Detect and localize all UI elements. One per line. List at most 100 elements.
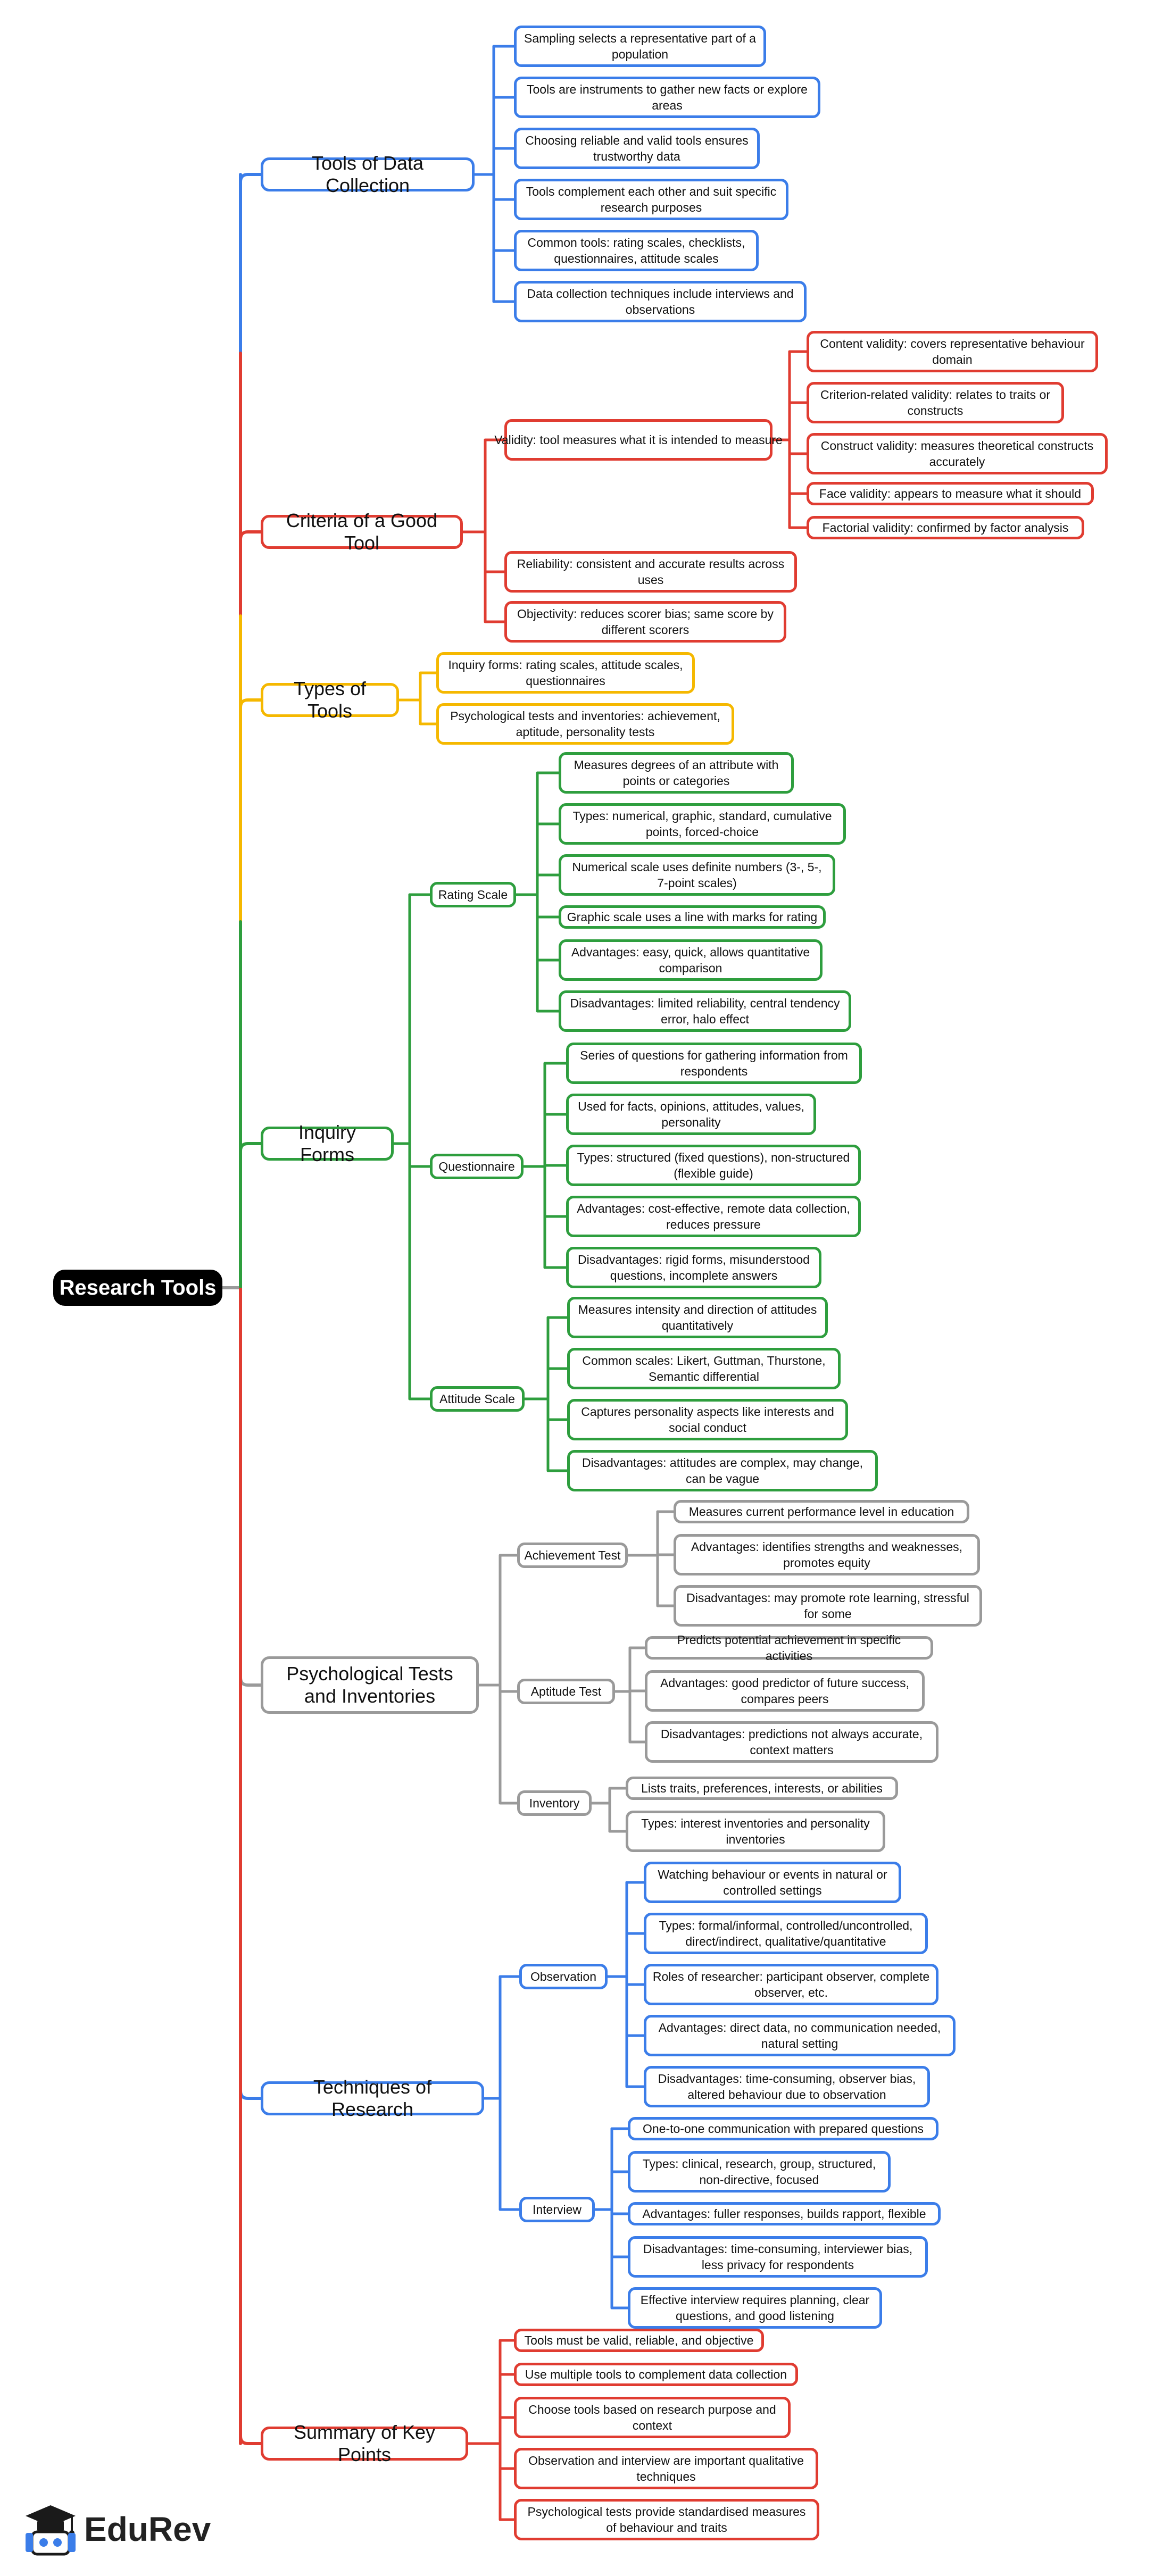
leaf-node: Advantages: cost-effective, remote data … [566, 1196, 861, 1237]
branch-node: Tools of Data Collection [261, 152, 475, 196]
leaf-node-label: Data collection techniques include inter… [527, 287, 794, 316]
leaf-node-label: Numerical scale uses definite numbers (3… [572, 860, 822, 890]
leaf-node-label: Common scales: Likert, Guttman, Thurston… [582, 1354, 826, 1383]
subtopic-node-label: Questionnaire [438, 1160, 515, 1173]
subtopic-node-label: Attitude Scale [439, 1392, 515, 1406]
leaf-node-label: Types: interest inventories and personal… [641, 1816, 870, 1846]
edurev-logo [26, 2505, 76, 2556]
connector-elbow [239, 1288, 261, 2445]
logo-text: EduRev [84, 2510, 211, 2548]
leaf-node-label: Measures current performance level in ed… [688, 1505, 954, 1519]
leaf-node: Captures personality aspects like intere… [567, 1399, 848, 1440]
leaf-node-label: Inquiry forms: rating scales, attitude s… [448, 658, 683, 688]
leaf-node: Disadvantages: rigid forms, misunderstoo… [566, 1247, 821, 1288]
leaf-node: Measures current performance level in ed… [674, 1500, 969, 1523]
leaf-node-label: Advantages: direct data, no communicatio… [658, 2021, 941, 2050]
leaf-node: Advantages: fuller responses, builds rap… [628, 2202, 941, 2225]
branch-node: Psychological Tests and Inventories [261, 1656, 479, 1714]
leaf-node: Common scales: Likert, Guttman, Thurston… [567, 1348, 841, 1389]
leaf-node: Use multiple tools to complement data co… [514, 2363, 798, 2386]
leaf-node: Roles of researcher: participant observe… [644, 1964, 938, 2005]
subtopic-node: Rating Scale [430, 882, 516, 907]
leaf-node-label: Choosing reliable and valid tools ensure… [525, 134, 749, 163]
subtopic-node-label: Observation [530, 1970, 596, 1983]
leaf-node-label: Lists traits, preferences, interests, or… [641, 1781, 883, 1795]
leaf-node: One-to-one communication with prepared q… [628, 2117, 938, 2140]
leaf-node: Advantages: identifies strengths and wea… [674, 1534, 980, 1575]
leaf-node-label: Disadvantages: may promote rote learning… [686, 1591, 969, 1621]
leaf-node-label: Construct validity: measures theoretical… [820, 439, 1094, 469]
leaf-node-label: Roles of researcher: participant observe… [652, 1970, 930, 1999]
leaf-node-label: Measures intensity and direction of atti… [578, 1303, 817, 1332]
leaf-node: Measures intensity and direction of atti… [567, 1297, 828, 1338]
branch-node-label: Criteria of a Good Tool [286, 510, 438, 554]
branch-node: Types of Tools [261, 678, 399, 722]
leaf-node: Advantages: direct data, no communicatio… [644, 2015, 956, 2056]
connector-elbow [239, 1288, 261, 2100]
leaf-node-label: Choose tools based on research purpose a… [528, 2403, 776, 2432]
leaf-node-label: Types: numerical, graphic, standard, cum… [572, 809, 832, 839]
subtopic-node: Validity: tool measures what it is inten… [494, 419, 783, 461]
leaf-node: Disadvantages: predictions not always ac… [645, 1721, 938, 1763]
leaf-node-label: Types: structured (fixed questions), non… [577, 1151, 850, 1180]
leaf-node: Reliability: consistent and accurate res… [504, 551, 797, 593]
leaf-node: Measures degrees of an attribute with po… [559, 752, 794, 794]
leaf-node: Common tools: rating scales, checklists,… [514, 230, 759, 271]
branch-node-label: Techniques of Research [313, 2076, 432, 2120]
subtopic-node-label: Achievement Test [524, 1548, 621, 1562]
root-node: Research Tools [53, 1270, 222, 1306]
leaf-node: Tools are instruments to gather new fact… [514, 77, 820, 118]
subtopic-node: Attitude Scale [430, 1386, 525, 1412]
leaf-node: Types: clinical, research, group, struct… [628, 2151, 891, 2192]
branch-node: Inquiry Forms [261, 1121, 394, 1165]
leaf-node-label: Captures personality aspects like intere… [581, 1405, 834, 1435]
subtopic-node: Inventory [517, 1790, 592, 1816]
leaf-node-label: Content validity: covers representative … [820, 337, 1085, 366]
leaf-node: Criterion-related validity: relates to t… [807, 382, 1064, 423]
leaf-node-label: Used for facts, opinions, attitudes, val… [578, 1099, 804, 1129]
leaf-node: Types: formal/informal, controlled/uncon… [644, 1913, 928, 1954]
root-node-label: Research Tools [59, 1276, 217, 1299]
leaf-node: Types: structured (fixed questions), non… [566, 1145, 861, 1186]
branch-node-label: Tools of Data Collection [311, 152, 424, 196]
connector-elbow [239, 1142, 261, 1288]
leaf-node: Used for facts, opinions, attitudes, val… [566, 1094, 816, 1135]
leaf-node: Advantages: good predictor of future suc… [645, 1670, 925, 1712]
leaf-node-label: Disadvantages: limited reliability, cent… [570, 996, 840, 1026]
subtopic-node: Observation [519, 1964, 608, 1989]
subtopic-node-label: Interview [532, 2203, 582, 2216]
leaf-node-label: Effective interview requires planning, c… [640, 2293, 870, 2323]
leaf-node: Disadvantages: time-consuming, interview… [628, 2236, 928, 2278]
leaf-node: Data collection techniques include inter… [514, 281, 807, 322]
leaf-node: Effective interview requires planning, c… [628, 2287, 882, 2329]
leaf-node-label: Face validity: appears to measure what i… [819, 487, 1082, 501]
leaf-node-label: Disadvantages: predictions not always ac… [660, 1727, 923, 1757]
leaf-node-label: Advantages: identifies strengths and wea… [691, 1540, 963, 1570]
leaf-node-label: Advantages: easy, quick, allows quantita… [571, 945, 810, 975]
leaf-node: Graphic scale uses a line with marks for… [559, 905, 826, 929]
branch-node-label: Inquiry Forms [298, 1121, 356, 1165]
leaf-node-label: Disadvantages: rigid forms, misunderstoo… [578, 1253, 810, 1282]
leaf-node-label: Observation and interview are important … [528, 2454, 804, 2483]
leaf-node: Types: numerical, graphic, standard, cum… [559, 803, 846, 845]
connector-elbow [239, 698, 261, 1288]
connector-elbow [239, 530, 261, 1288]
leaf-node: Watching behaviour or events in natural … [644, 1862, 901, 1903]
leaf-node-label: Watching behaviour or events in natural … [658, 1868, 887, 1897]
subtopic-node-label: Validity: tool measures what it is inten… [494, 433, 783, 447]
leaf-node-label: Criterion-related validity: relates to t… [820, 388, 1051, 418]
leaf-node-label: Disadvantages: time-consuming, interview… [643, 2242, 913, 2272]
leaf-node: Factorial validity: confirmed by factor … [807, 516, 1084, 539]
leaf-node-label: Measures degrees of an attribute with po… [574, 758, 779, 788]
leaf-node-label: Disadvantages: time-consuming, observer … [658, 2072, 916, 2102]
branch-node-label: Types of Tools [293, 678, 367, 722]
leaf-node-label: Predicts potential achievement in specif… [677, 1633, 901, 1663]
leaf-node-label: Factorial validity: confirmed by factor … [822, 521, 1069, 535]
subtopic-node-label: Aptitude Test [530, 1685, 602, 1698]
subtopic-node-label: Inventory [529, 1796, 580, 1810]
leaf-node-label: Common tools: rating scales, checklists,… [527, 236, 745, 265]
leaf-node: Advantages: easy, quick, allows quantita… [559, 939, 823, 981]
leaf-node-label: Types: clinical, research, group, struct… [642, 2157, 876, 2187]
leaf-node-label: Advantages: good predictor of future suc… [660, 1676, 909, 1706]
